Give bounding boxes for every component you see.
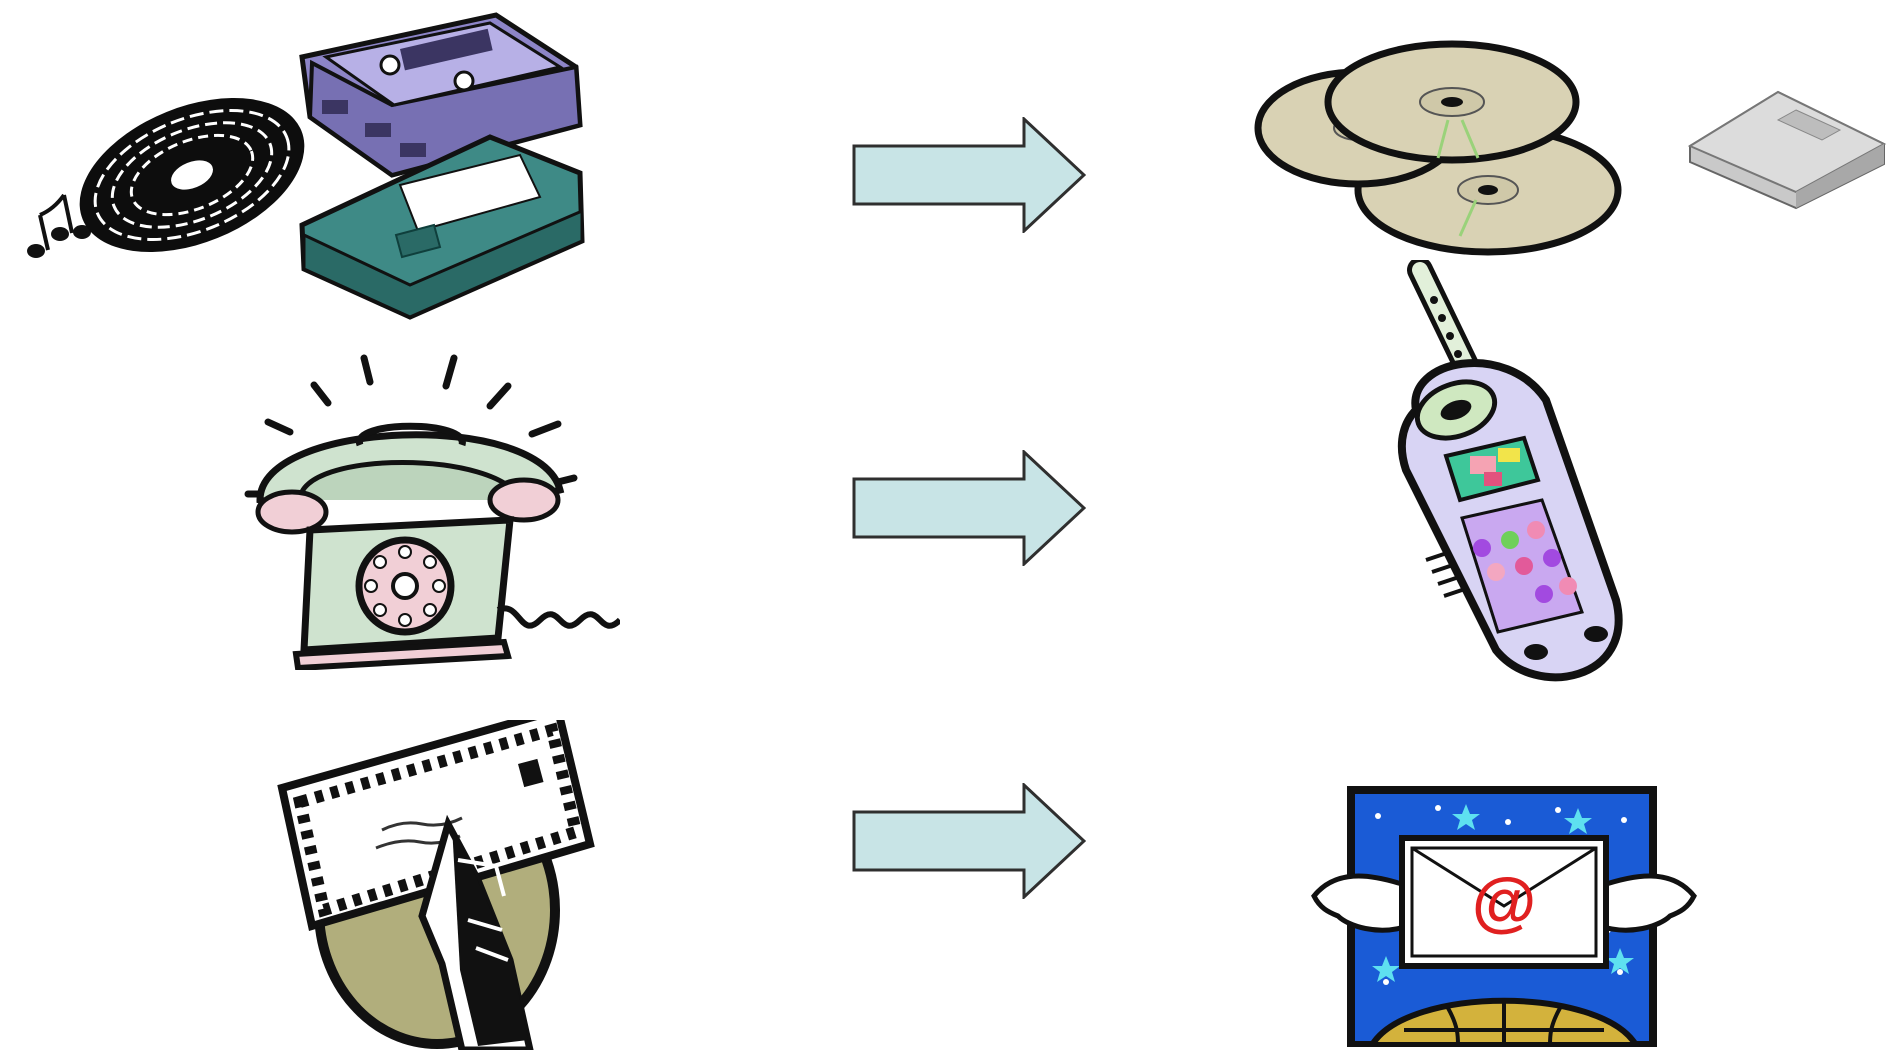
right-arrow-icon (852, 450, 1086, 566)
rotary-telephone-clipart (240, 350, 620, 670)
email-clipart: @ (1308, 786, 1700, 1047)
compact-disc-icon (1254, 40, 1622, 256)
postal-letter-clipart (272, 720, 602, 1050)
audio-cassette-icon (299, 12, 583, 178)
right-arrow-icon (852, 783, 1086, 899)
vinyl-record-icon (79, 97, 305, 253)
ringing-lines-icon (244, 354, 578, 498)
mobile-phone-clipart (1386, 260, 1626, 690)
floppy-disk-icon (1687, 90, 1887, 210)
at-sign: @ (1472, 864, 1536, 938)
cds-floppy-clipart (1248, 40, 1888, 260)
hand-holding-envelope-icon (277, 720, 595, 1050)
vhs-tape-icon (299, 134, 585, 320)
rotary-phone-icon (255, 422, 620, 670)
cell-phone-icon (1397, 260, 1623, 682)
record-cassette-vhs-clipart (20, 5, 590, 325)
winged-email-icon: @ (1311, 786, 1697, 1047)
right-arrow-icon (852, 117, 1086, 233)
